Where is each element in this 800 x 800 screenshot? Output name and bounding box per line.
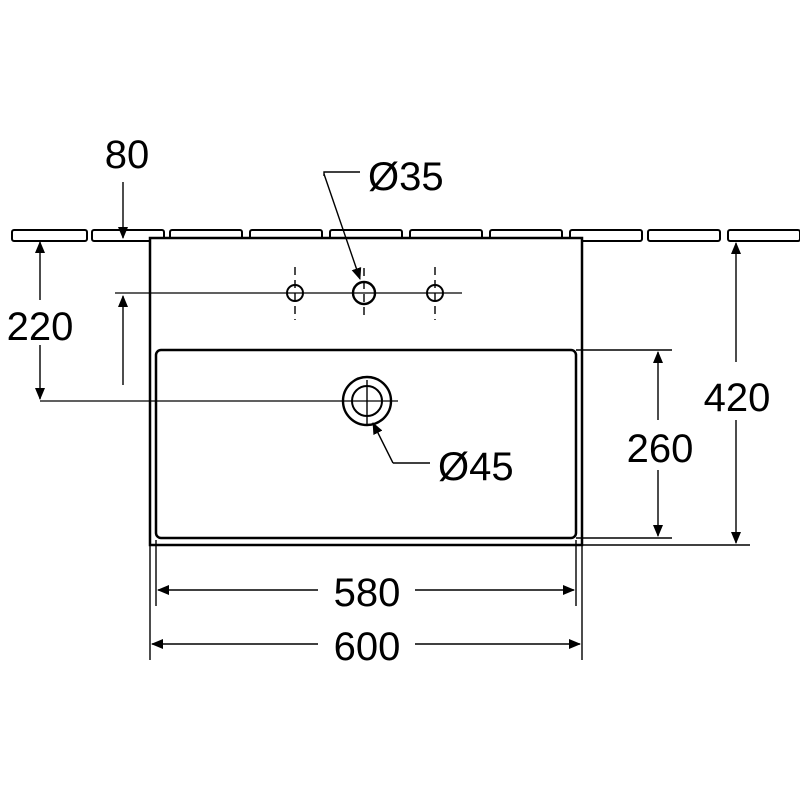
dimension-580	[155, 540, 577, 606]
tap-hole-left	[286, 267, 304, 320]
dimension-d45-leader	[372, 422, 430, 464]
dimension-420-label: 420	[704, 376, 771, 420]
dimension-600-label: 600	[334, 625, 401, 669]
dimension-d45-label: Ø45	[438, 445, 514, 489]
dimension-80-label: 80	[105, 133, 150, 177]
dimension-220-label: 220	[7, 305, 74, 349]
tap-hole-center	[351, 268, 377, 318]
dimension-600	[149, 545, 583, 660]
dimension-260	[576, 349, 672, 539]
tap-hole-right	[426, 267, 444, 320]
dimension-d35-leader	[323, 171, 362, 280]
dimension-260-label: 260	[627, 427, 694, 471]
dimension-d35-label: Ø35	[368, 155, 444, 199]
dimension-580-label: 580	[334, 571, 401, 615]
basin-inner-bowl	[154, 348, 578, 540]
dimension-420	[582, 242, 750, 546]
drain	[40, 375, 398, 427]
